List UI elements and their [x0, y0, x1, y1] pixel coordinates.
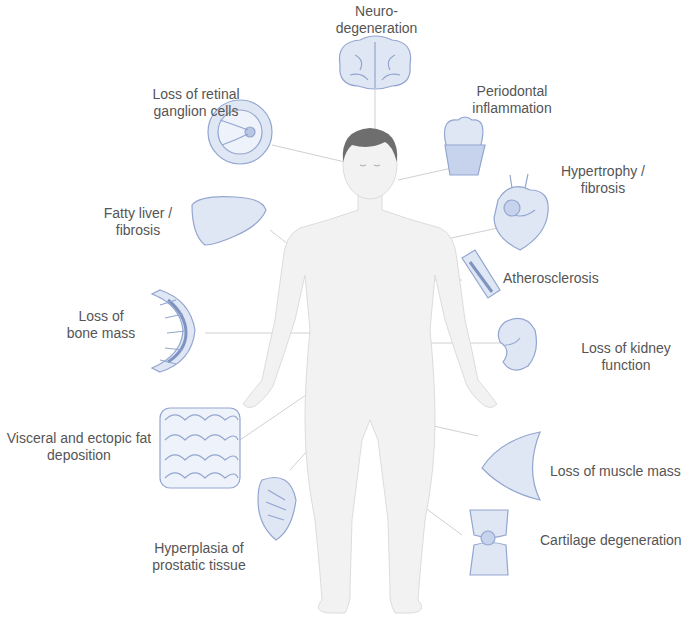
organ-label: Loss of retinal ganglion cells: [140, 86, 252, 120]
organ-label: Neuro- degeneration: [329, 3, 424, 37]
organ-label: Cartilage degeneration: [540, 532, 694, 549]
organ-label: Fatty liver / fibrosis: [88, 205, 188, 239]
organ-label: Loss of bone mass: [62, 308, 140, 342]
human-body: [243, 128, 497, 613]
organ-label: Periodontal inflammation: [462, 83, 562, 117]
organ-label: Hyperplasia of prostatic tissue: [140, 540, 258, 574]
organ-label: Loss of muscle mass: [550, 463, 692, 480]
organ-label: Hypertrophy / fibrosis: [548, 163, 658, 197]
organ-label: Loss of kidney function: [572, 340, 680, 374]
organ-label: Visceral and ectopic fat deposition: [4, 430, 154, 464]
organ-label: Atherosclerosis: [503, 270, 633, 287]
